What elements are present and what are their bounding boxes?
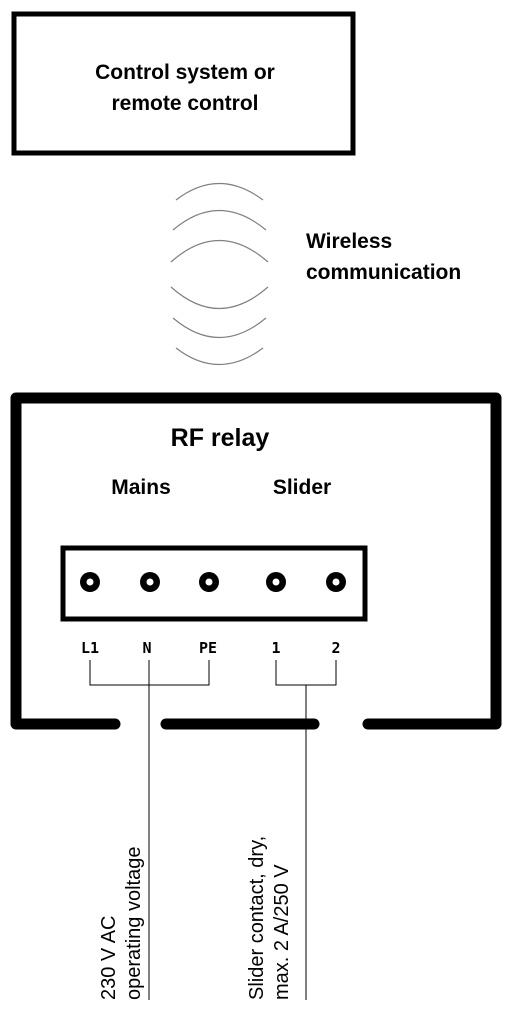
terminal-screws: [80, 572, 346, 592]
mains-output-label-line1: 230 V AC: [98, 915, 120, 1000]
enclosure-left-wall: [10, 392, 502, 730]
wave-arc-top-3: [170, 240, 269, 263]
rf-relay-title: RF relay: [171, 424, 270, 452]
wireless-label-line1: Wireless: [306, 230, 392, 253]
terminal-label-1: 1: [271, 639, 280, 657]
terminal-label-2: 2: [331, 639, 340, 657]
terminal-screw-2: [326, 572, 346, 592]
control-system-label-line1: Control system or: [95, 61, 275, 84]
rf-relay-enclosure: [10, 392, 502, 730]
wave-arc-top-2: [172, 210, 267, 231]
terminal-screw-pe: [199, 572, 219, 592]
slider-bracket-wire: [275, 660, 337, 686]
wave-arc-bottom-1: [170, 286, 269, 309]
slider-output-label-line1: Slider contact, dry,: [246, 836, 268, 1000]
terminal-label-pe: PE: [199, 639, 217, 657]
wireless-label-line2: communication: [306, 261, 461, 284]
wave-arc-bottom-3: [175, 347, 264, 365]
wave-arc-bottom-2: [172, 317, 267, 338]
terminal-screw-l1: [80, 572, 100, 592]
wireless-waves-icon: [170, 183, 269, 365]
terminal-screw-n: [140, 572, 160, 592]
terminal-label-n: N: [142, 639, 151, 657]
terminal-label-l1: L1: [81, 639, 99, 657]
slider-output-label: Slider contact, dry, max. 2 A/250 V: [246, 836, 293, 1000]
wiring: [89, 660, 337, 1000]
terminal-screw-1: [266, 572, 286, 592]
control-system-box: [11, 11, 356, 156]
slider-group-label: Slider: [273, 476, 331, 499]
mains-output-label-line2: operating voltage: [123, 847, 145, 1000]
mains-group-label: Mains: [111, 476, 171, 499]
mains-output-label: 230 V AC operating voltage: [98, 847, 145, 1000]
wave-arc-top-1: [175, 183, 264, 201]
slider-output-label-line2: max. 2 A/250 V: [271, 864, 293, 1000]
control-system-label-line2: remote control: [111, 92, 258, 115]
